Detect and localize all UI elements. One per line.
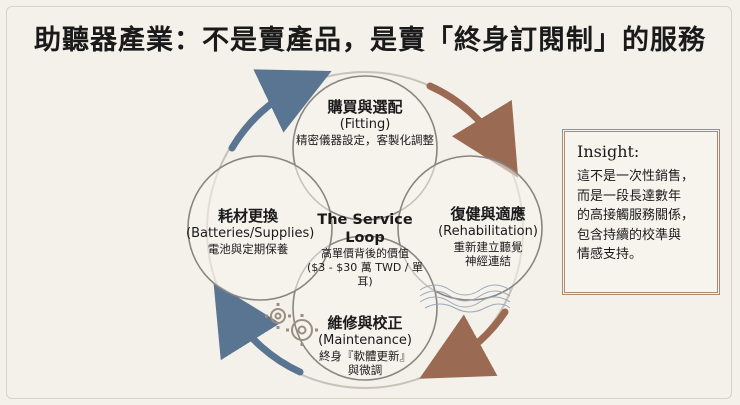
insight-title: Insight:: [577, 142, 640, 161]
insight-body: 這不是一次性銷售， 而是一段長達數年 的高接觸服務關係， 包含持續的校準與 情感…: [577, 167, 705, 265]
service-loop-center: The Service Loop 高單價背後的價值 ($3 - $30 萬 TW…: [300, 211, 430, 289]
slide-title: 助聽器產業：不是賣產品，是賣「終身訂閱制」的服務: [34, 25, 706, 56]
maintenance-description-2: 與微調: [347, 363, 383, 378]
arrow-bottom-left: [213, 282, 304, 376]
supplies-stage: 耗材更換 (Batteries/Supplies) 電池與定期保養: [186, 207, 315, 256]
supplies-heading: 耗材更換: [217, 207, 278, 225]
fitting-english: (Fitting): [339, 116, 391, 132]
fitting-stage: 購買與選配 (Fitting) 精密儀器設定，客製化調整: [292, 98, 438, 147]
supplies-description: 電池與定期保養: [207, 242, 289, 256]
circle-supplies: [187, 155, 333, 301]
slide-frame: [6, 6, 732, 399]
arrow-top-right: [426, 82, 519, 178]
arrow-top-left: [228, 69, 332, 152]
maintenance-heading: 維修與校正: [327, 314, 403, 332]
circle-maintenance: [292, 235, 438, 381]
insight-line: 情感支持。: [577, 247, 643, 262]
rehab-description-2: 神經連結: [465, 254, 511, 269]
rehab-english: (Rehabilitation): [438, 223, 538, 239]
center-heading: The Service Loop: [317, 212, 413, 247]
center-description-1: 高單價背後的價值: [321, 247, 409, 261]
gear-icon: [265, 303, 318, 346]
maintenance-description-1: 終身『軟體更新』: [319, 349, 411, 363]
insight-box: Insight: 這不是一次性銷售， 而是一段長達數年 的高接觸服務關係， 包含…: [562, 129, 720, 295]
center-description-2: ($3 - $30 萬 TWD / 單耳): [306, 261, 423, 288]
fitting-heading: 購買與選配: [327, 98, 403, 116]
insight-line: 而是一段長達數年: [577, 188, 682, 204]
maintenance-english: (Maintenance): [318, 332, 412, 348]
arrow-bottom-right: [419, 308, 509, 379]
maintenance-stage: 維修與校正 (Maintenance) 終身『軟體更新』 與微調: [300, 314, 430, 378]
supplies-english: (Batteries/Supplies): [186, 225, 315, 241]
rehab-heading: 復健與適應: [450, 205, 526, 223]
rehab-stage: 復健與適應 (Rehabilitation) 重新建立聽覺 神經連結: [432, 205, 544, 269]
fitting-description: 精密儀器設定，客製化調整: [296, 133, 434, 147]
sound-wave-icon: [419, 284, 511, 313]
insight-line: 的高接觸服務關係，: [577, 208, 695, 223]
insight-line: 包含持續的校準與: [577, 227, 682, 243]
rehab-description-1: 重新建立聽覺: [453, 240, 523, 254]
insight-line: 這不是一次性銷售，: [577, 169, 695, 184]
circle-fitting: [292, 75, 438, 221]
